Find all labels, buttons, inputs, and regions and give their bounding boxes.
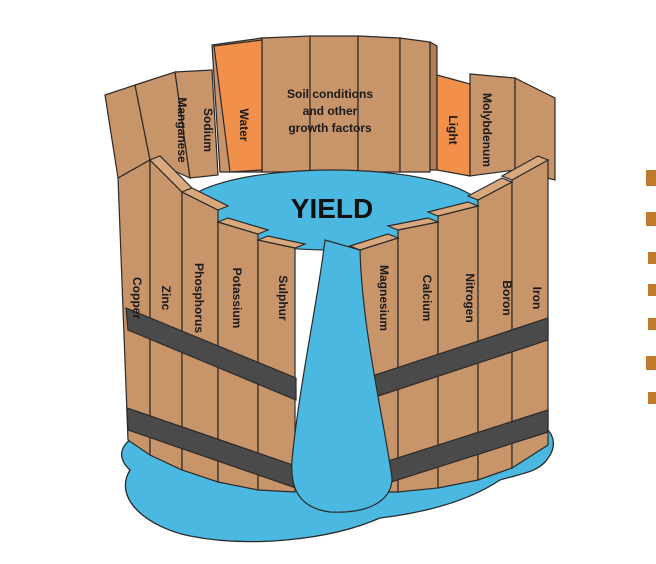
stave-label-sodium: Sodium bbox=[201, 108, 215, 152]
stave-label-zinc: Zinc bbox=[159, 286, 173, 311]
water-spout bbox=[291, 239, 393, 513]
stave-label-sulphur: Sulphur bbox=[276, 275, 290, 321]
stave-label-copper: Copper bbox=[130, 277, 144, 319]
stave-label-iron: Iron bbox=[530, 287, 544, 310]
stave-label-manganese: Manganese bbox=[175, 97, 189, 163]
stave-label-potassium: Potassium bbox=[230, 268, 244, 329]
stave-tops bbox=[148, 155, 550, 251]
stave-label-calcium: Calcium bbox=[420, 275, 434, 322]
stave-label-molybdenum: Molybdenum bbox=[480, 93, 494, 167]
yield-label: YIELD bbox=[291, 193, 373, 224]
stave-label-nitrogen: Nitrogen bbox=[463, 273, 477, 322]
center-label-line3: growth factors bbox=[288, 121, 372, 135]
back-left-staves bbox=[104, 69, 219, 179]
stave-label-magnesium: Magnesium bbox=[377, 265, 391, 331]
stave-label-light: Light bbox=[446, 115, 460, 144]
barrel-bands bbox=[125, 307, 549, 493]
clipped-text-fragments bbox=[646, 170, 656, 404]
center-label-line1: Soil conditions bbox=[287, 87, 373, 101]
stave-label-boron: Boron bbox=[500, 280, 514, 315]
band-upper-left bbox=[125, 307, 297, 401]
stave-label-water: Water bbox=[237, 109, 251, 142]
water-stave bbox=[213, 39, 263, 173]
center-label-line2: and other bbox=[303, 104, 358, 118]
stave-label-phosphorus: Phosphorus bbox=[192, 263, 206, 333]
